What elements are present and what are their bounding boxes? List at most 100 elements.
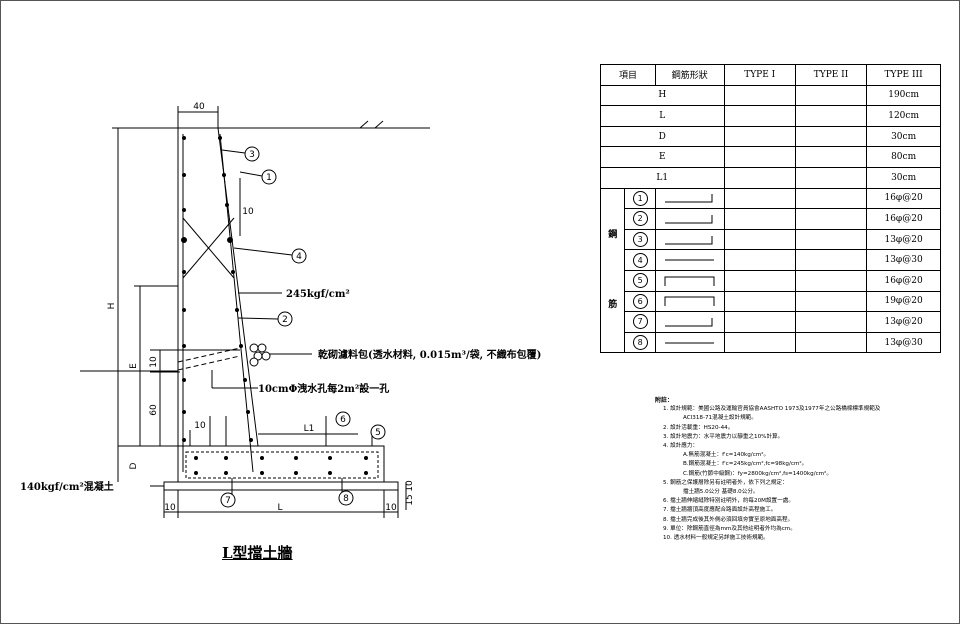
notes-title: 附註：: [655, 397, 674, 404]
dim-H-label: H: [107, 303, 117, 310]
callout-4: 4: [296, 252, 302, 262]
side-label-top: 鋼: [608, 230, 618, 241]
note-line: C.鋼筋(竹節中級鋼)：fy=2800kg/cm²,fs=1400kg/cm²。: [683, 470, 832, 477]
rebar-dot: [227, 237, 233, 243]
rebar-dot: [182, 173, 186, 177]
rebar-shape-icon: [664, 259, 714, 261]
base-concrete-label: 140kgf/cm²混凝土: [20, 480, 114, 493]
rebar-shape-cell: [654, 311, 725, 333]
rebar-shape-icon: [664, 276, 715, 286]
leader-4: [233, 247, 293, 256]
dim-right-10-label: 10: [385, 503, 397, 513]
rebar-back: [219, 133, 254, 473]
weep-hole: [177, 355, 241, 371]
dim-10-label: 10: [194, 421, 206, 431]
header-type-1: TYPE I: [723, 64, 796, 86]
rebar-number-cell: 8: [624, 331, 656, 354]
rebar-shape-cell: [654, 290, 725, 313]
base-slab: [177, 445, 385, 483]
dim-10-base-label: 10: [405, 480, 415, 492]
rebar-dot: [182, 136, 186, 140]
row-label: D: [600, 125, 725, 148]
leader-3: [221, 149, 246, 154]
rebar-number-cell: 7: [624, 311, 656, 333]
cell: [794, 166, 868, 189]
callout-3-circle: [244, 146, 260, 162]
cell: 16φ@20: [866, 269, 941, 292]
callout-2: 2: [282, 315, 288, 325]
cell: 30cm: [866, 166, 941, 189]
rebar-shape-cell: [654, 228, 725, 251]
dim-L1-label: L1: [304, 424, 315, 434]
callout-6: 6: [340, 415, 346, 425]
callout-5: 5: [375, 428, 381, 438]
rebar-number: 4: [632, 252, 648, 268]
rebar-dot: [181, 237, 187, 243]
rebar-dot: [328, 471, 332, 475]
drain-bag-cell: [261, 351, 271, 361]
rebar-shape-cell: [654, 208, 725, 230]
rebar-number-cell: 6: [624, 290, 656, 313]
side-label-bottom: 筋: [608, 300, 618, 311]
weep-hole: [177, 347, 241, 363]
leader-1: [239, 171, 263, 177]
rebar-dot: [182, 208, 186, 212]
rebar-dot: [194, 456, 198, 460]
dim-E-label: E: [129, 363, 139, 369]
drain-bag-cell: [249, 343, 259, 353]
rebar-tie: [182, 217, 235, 279]
table-row: H 190cm: [600, 84, 941, 107]
note-line: 4. 設計應力：: [663, 443, 699, 450]
cell: 16φ@20: [866, 208, 941, 230]
cell: [723, 166, 796, 189]
header-type-3: TYPE III: [866, 64, 941, 86]
note-line: 6. 擋土牆伸縮縫除特別註明外，約每20M設置一處。: [663, 498, 794, 505]
cell: 13φ@20: [866, 228, 941, 251]
rebar-shape-cell: [654, 331, 725, 354]
row-label: H: [600, 84, 725, 107]
concrete-strength-label: 245kgf/cm²: [286, 289, 350, 300]
cell: [794, 84, 868, 107]
drawing-title: L型擋土牆: [222, 544, 293, 562]
rebar-dot: [182, 308, 186, 312]
cell: 13φ@30: [866, 249, 941, 271]
rebar-dot: [218, 136, 222, 140]
rebar-dot: [224, 471, 228, 475]
drain-bag-label: 乾砌濾料包(透水材料, 0.015m³/袋, 不織布包覆): [318, 348, 541, 361]
rebar-dots: [181, 136, 368, 475]
cell: 190cm: [866, 84, 941, 107]
rebar-dot: [364, 456, 368, 460]
rebar-dot: [260, 471, 264, 475]
rebar-number: 5: [632, 273, 648, 289]
rebar-dot: [182, 438, 186, 442]
dim-slope-label: 10: [242, 207, 254, 217]
cell: [723, 84, 796, 107]
callout-1-circle: [261, 169, 277, 185]
rebar-dot: [364, 471, 368, 475]
note-line: 9. 單位：除鋼筋直徑為mm及其他註明者外均為cm。: [663, 525, 796, 532]
rebar-dot: [235, 308, 239, 312]
rebar-dot: [225, 203, 229, 207]
rebar-number-cell: 1: [624, 187, 656, 210]
notes-list: 1. 設計規範：美國公路及運輸官員協會AASHTO 1973及1977年之公路橋…: [655, 405, 945, 543]
row-label: L1: [600, 166, 725, 189]
header-shape: 鋼筋形狀: [654, 64, 725, 86]
note-line: 擋土牆5.0公分 基礎8.0公分。: [683, 489, 759, 496]
header-item: 項目: [600, 64, 656, 86]
row-label: E: [600, 146, 725, 168]
dim-15-label: 15: [405, 494, 415, 505]
cell: [723, 331, 796, 354]
cell: [794, 290, 868, 313]
rebar-dot: [182, 344, 186, 348]
rebar-dot: [294, 471, 298, 475]
rebar-shape-cell: [654, 269, 725, 292]
notes: 附註： 1. 設計規範：美國公路及運輸官員協會AASHTO 1973及1977年…: [655, 396, 945, 543]
note-line: A.無筋混凝土：f'c=140kg/cm²。: [683, 452, 770, 459]
rebar-shape-icon: [664, 342, 714, 344]
callout-8-circle: [338, 490, 354, 506]
note-line: B.鋼筋混凝土：f'c=245kg/cm²,fc=98kg/cm²。: [683, 461, 808, 468]
rebar-table: 項目 鋼筋形狀 TYPE I TYPE II TYPE III H 190cm …: [599, 64, 941, 354]
